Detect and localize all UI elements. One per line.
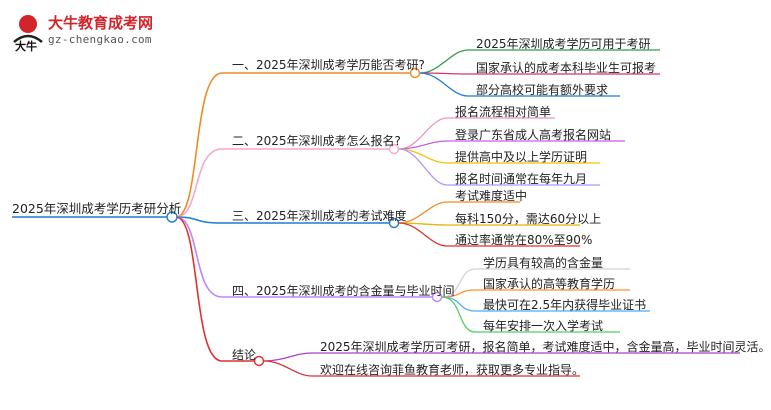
logo-mark-icon: 大牛 xyxy=(13,15,43,53)
leaf-4-2-connector xyxy=(441,289,630,298)
logo-mark-text: 大牛 xyxy=(15,39,37,53)
branch-1-label: 一、2025年深圳成考学历能否考研? xyxy=(232,58,425,72)
leaf-5-1-connector xyxy=(263,352,740,362)
leaf-1-3: 部分高校可能有额外要求 xyxy=(476,83,609,97)
leaf-2-4: 报名时间通常在每年九月 xyxy=(455,172,588,186)
branch-3-label: 三、2025年深圳成考的考试难度 xyxy=(232,209,407,223)
leaf-4-2: 国家承认的高等教育学历 xyxy=(483,277,616,291)
branch-5-connector xyxy=(175,216,254,362)
branch-2-connector xyxy=(175,148,389,218)
leaf-1-2: 国家承认的成考本科毕业生可报考 xyxy=(476,61,657,75)
branch-3-connector xyxy=(175,216,389,224)
leaf-3-3-connector xyxy=(398,222,580,247)
leaf-5-2-connector xyxy=(263,360,580,377)
mindmap-links xyxy=(12,49,740,377)
logo[interactable]: 大牛 xyxy=(8,12,208,53)
leaf-4-1: 学历具有较高的含金量 xyxy=(483,256,604,270)
root-topic: 2025年深圳成考学历考研分析 xyxy=(12,201,182,216)
leaf-1-1: 2025年深圳成考学历可用于考研 xyxy=(476,37,651,51)
site-url[interactable]: gz-chengkao.com xyxy=(48,33,152,46)
leaf-2-2-connector xyxy=(398,140,625,150)
leaf-3-3: 通过率通常在80%至90% xyxy=(455,233,593,247)
branch-4-node[interactable] xyxy=(431,291,443,303)
brand-name: 大牛教育成考网 xyxy=(48,14,154,32)
leaf-3-1-connector xyxy=(398,201,520,224)
branch-4-connector xyxy=(175,216,432,298)
leaf-5-2: 欢迎在线咨询菲鱼教育老师，获取更多专业指导。 xyxy=(320,363,585,377)
leaf-2-3: 提供高中及以上学历证明 xyxy=(455,150,588,164)
leaf-3-2: 每科150分，需达60分以上 xyxy=(455,212,602,226)
branch-3-node[interactable] xyxy=(388,217,400,229)
branch-5-label: 结论 xyxy=(232,348,257,362)
leaf-2-1-connector xyxy=(398,117,555,150)
leaf-2-4-connector xyxy=(398,148,600,186)
branch-2-label: 二、2025年深圳成考怎么报名? xyxy=(232,134,401,148)
branch-4-label: 四、2025年深圳成考的含金量与毕业时间 xyxy=(232,284,455,298)
branch-1-connector xyxy=(175,72,410,218)
leaf-1-3-connector xyxy=(419,72,620,97)
leaf-4-4-connector xyxy=(441,296,620,333)
branch-2-node[interactable] xyxy=(388,143,400,155)
leaf-1-1-connector xyxy=(419,49,660,74)
leaf-5-1: 2025年深圳成考学历可考研，报名简单，考试难度适中，含金量高，毕业时间灵活。 xyxy=(320,340,771,354)
root-node[interactable] xyxy=(166,211,178,223)
leaf-2-2: 登录广东省成人高考报名网站 xyxy=(455,128,612,142)
branch-5-node[interactable] xyxy=(253,355,265,367)
leaf-3-1: 考试难度适中 xyxy=(455,189,528,203)
leaf-4-3: 最快可在2.5年内获得毕业证书 xyxy=(483,298,647,312)
branch-1-node[interactable] xyxy=(409,67,421,79)
leaf-2-1: 报名流程相对简单 xyxy=(455,105,552,119)
leaf-4-4: 每年安排一次入学考试 xyxy=(483,319,604,333)
